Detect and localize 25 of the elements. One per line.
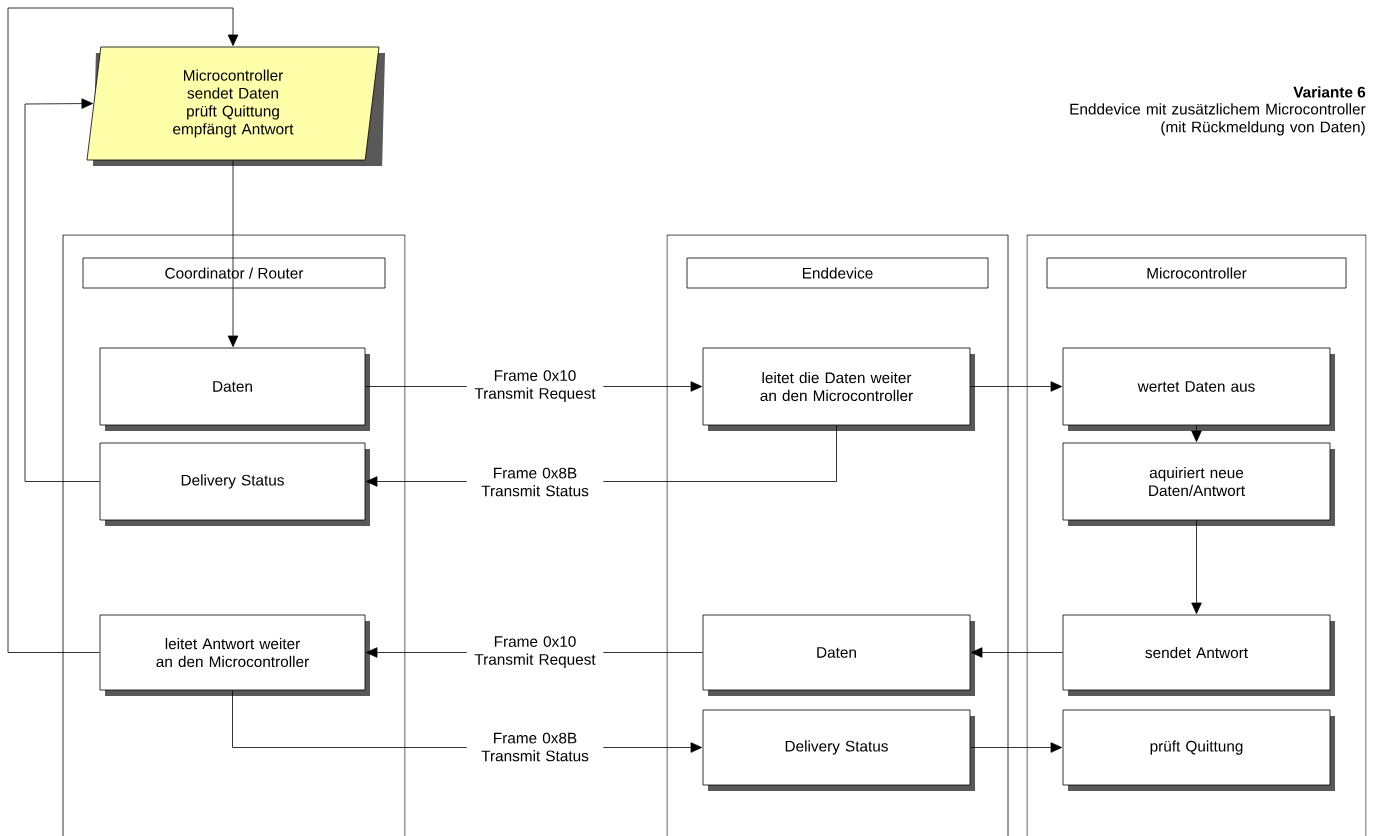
title: Variante 6 — [1293, 86, 1366, 98]
arrow — [227, 160, 239, 347]
process-box: leitet Antwort weiter an den Microcontroller — [99, 614, 370, 696]
arrow — [970, 742, 1063, 753]
arrow — [1191, 520, 1202, 614]
process-box: Delivery Status — [702, 709, 975, 791]
process-box: Daten — [99, 347, 370, 431]
process-box: wertet Daten aus — [1062, 347, 1335, 431]
process-box: prüft Quittung — [1062, 709, 1335, 791]
edge-label: Frame 0x10 Transmit Request — [466, 634, 604, 670]
arrow — [970, 381, 1063, 392]
process-box: sendet Antwort — [1062, 614, 1335, 696]
process-box: Daten — [702, 614, 975, 696]
process-box: aquiriert neue Daten/Antwort — [1062, 442, 1335, 526]
arrow — [971, 647, 1063, 658]
process-box: Delivery Status — [99, 442, 370, 526]
arrow — [7, 7, 239, 653]
subtitle: Enddevice mit zusätzlichem Microcontroller (mit Rückmeldung von Daten) — [1070, 103, 1366, 136]
process-box: leitet die Daten weiter an den Microcontroller — [702, 347, 975, 431]
input-parallelogram: Microcontroller sendet Daten prüft Quittung empfängt Antwort — [86, 46, 385, 166]
edge-label: Frame 0x10 Transmit Request — [466, 368, 604, 404]
arrow — [1191, 425, 1202, 442]
arrow — [24, 98, 100, 482]
edge-label: Frame 0x8B Transmit Status — [466, 466, 604, 498]
edge-label: Frame 0x8B Transmit Status — [466, 731, 604, 763]
